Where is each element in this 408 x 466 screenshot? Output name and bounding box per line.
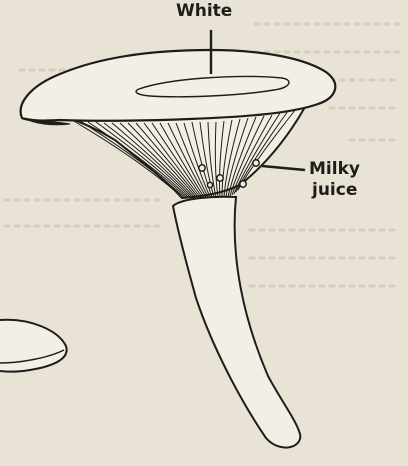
milky-juice-label-line2: juice <box>312 181 357 200</box>
milky-juice-label-line1: Milky <box>309 160 360 179</box>
juice-droplet <box>240 181 246 187</box>
cap-color-label: White <box>176 2 232 21</box>
juice-droplet <box>217 175 223 181</box>
juice-droplet <box>207 182 212 187</box>
adjacent-mushroom-cap <box>0 320 67 372</box>
juice-droplet <box>253 160 259 166</box>
mushroom-stem <box>173 197 300 448</box>
juice-droplet <box>199 165 205 171</box>
milky-juice-leader-line <box>262 166 305 170</box>
